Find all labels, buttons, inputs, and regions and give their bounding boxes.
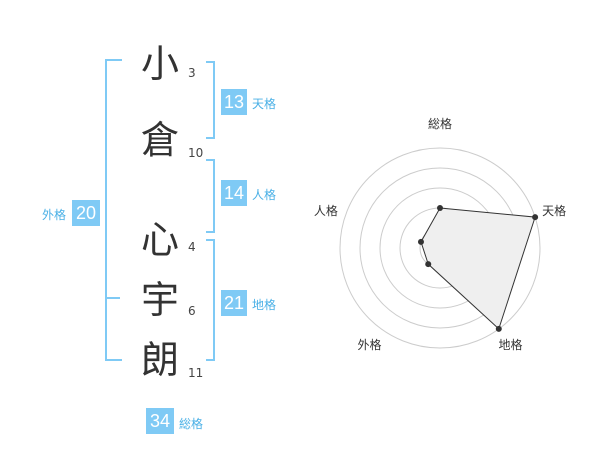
gaikaku-bracket: [105, 59, 122, 361]
radar-point-3: [495, 325, 502, 332]
soukaku-value-badge: 34: [146, 408, 174, 434]
jinkaku-bracket: [206, 159, 215, 233]
stroke-count-1: 3: [188, 66, 196, 80]
gaikaku-value-badge: 20: [72, 200, 100, 226]
stroke-count-5: 11: [188, 366, 204, 380]
radar-axis-label-1: 総格: [428, 116, 452, 131]
jinkaku-label: 人格: [252, 188, 277, 202]
radar-point-2: [532, 214, 539, 221]
radar-point-4: [425, 261, 432, 268]
radar-points: [417, 205, 539, 332]
soukaku-label: 総格: [179, 417, 204, 431]
tenkaku-label: 天格: [252, 97, 277, 111]
radar-axis-label-4: 外格: [357, 337, 381, 352]
radar-axis-label-2: 天格: [542, 203, 566, 218]
radar-polygon: [420, 207, 536, 330]
stroke-count-4: 6: [188, 304, 196, 318]
name-char-1: 小: [140, 42, 179, 86]
jinkaku-value-badge: 14: [221, 180, 247, 206]
radar-axis-label-3: 地格: [499, 337, 523, 352]
radar-point-1: [437, 205, 443, 211]
name-char-5: 朗: [140, 338, 179, 382]
chikaku-value-badge: 21: [221, 290, 247, 316]
radar-ring-5: [339, 147, 541, 349]
chikaku-bracket: [206, 239, 215, 361]
stroke-count-3: 4: [188, 240, 196, 254]
chikaku-label: 地格: [252, 298, 277, 312]
tenkaku-bracket: [206, 61, 215, 139]
name-char-4: 宇: [140, 278, 179, 322]
radar-axis-label-5: 人格: [314, 203, 338, 218]
name-char-3: 心: [140, 218, 179, 262]
tenkaku-value-badge: 13: [221, 89, 247, 115]
gaikaku-label: 外格: [42, 208, 67, 222]
name-char-2: 倉: [140, 118, 179, 162]
stroke-count-2: 10: [188, 146, 204, 160]
radar-point-5: [417, 238, 424, 245]
